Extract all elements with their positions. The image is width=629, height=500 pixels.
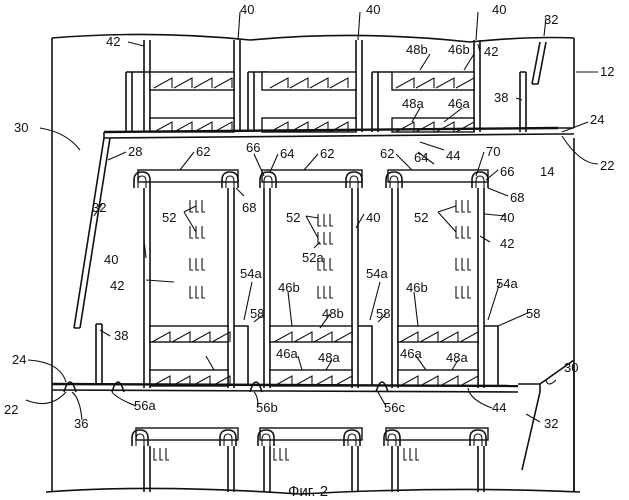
label-38: 38: [494, 90, 508, 105]
label-46b: 46b: [278, 280, 300, 295]
label-46b: 46b: [406, 280, 428, 295]
label-54a: 54a: [366, 266, 388, 281]
label-46a: 46a: [400, 346, 422, 361]
label-40: 40: [104, 252, 118, 267]
label-54a: 54a: [240, 266, 262, 281]
label-22: 22: [4, 402, 18, 417]
label-52a: 52a: [302, 250, 324, 265]
label-22: 22: [600, 158, 614, 173]
label-52: 52: [414, 210, 428, 225]
label-68: 68: [510, 190, 524, 205]
label-32: 32: [544, 12, 558, 27]
label-40: 40: [500, 210, 514, 225]
label-64: 64: [414, 150, 428, 165]
label-62: 62: [320, 146, 334, 161]
label-54a: 54a: [496, 276, 518, 291]
label-36: 36: [74, 416, 88, 431]
label-44: 44: [492, 400, 506, 415]
label-58: 58: [376, 306, 390, 321]
label-46b: 46b: [448, 42, 470, 57]
label-58: 58: [250, 306, 264, 321]
label-40: 40: [366, 2, 380, 17]
label-52: 52: [162, 210, 176, 225]
label-48a: 48a: [446, 350, 468, 365]
label-48a: 48a: [318, 350, 340, 365]
label-42: 42: [484, 44, 498, 59]
label-46a: 46a: [276, 346, 298, 361]
label-32: 32: [544, 416, 558, 431]
label-48b: 48b: [406, 42, 428, 57]
label-52: 52: [286, 210, 300, 225]
label-64: 64: [280, 146, 294, 161]
label-62: 62: [380, 146, 394, 161]
label-32: 32: [92, 200, 106, 215]
label-56b: 56b: [256, 400, 278, 415]
label-40: 40: [240, 2, 254, 17]
label-40: 40: [492, 2, 506, 17]
label-56c: 56c: [384, 400, 405, 415]
label-70: 70: [486, 144, 500, 159]
label-58: 58: [526, 306, 540, 321]
label-30: 30: [14, 120, 28, 135]
label-30: 30: [564, 360, 578, 375]
label-42: 42: [110, 278, 124, 293]
label-48b: 48b: [322, 306, 344, 321]
label-62: 62: [196, 144, 210, 159]
label-68: 68: [242, 200, 256, 215]
label-14: 14: [540, 164, 554, 179]
label-42: 42: [106, 34, 120, 49]
label-56a: 56a: [134, 398, 156, 413]
label-28: 28: [128, 144, 142, 159]
label-38: 38: [114, 328, 128, 343]
figure-caption: Фиг. 2: [288, 483, 328, 500]
label-46a: 46a: [448, 96, 470, 111]
label-66: 66: [246, 140, 260, 155]
label-42: 42: [500, 236, 514, 251]
label-12: 12: [600, 64, 614, 79]
label-24: 24: [12, 352, 26, 367]
label-44: 44: [446, 148, 460, 163]
label-40: 40: [366, 210, 380, 225]
label-66: 66: [500, 164, 514, 179]
top-modules: [126, 40, 546, 132]
label-24: 24: [590, 112, 604, 127]
label-48a: 48a: [402, 96, 424, 111]
